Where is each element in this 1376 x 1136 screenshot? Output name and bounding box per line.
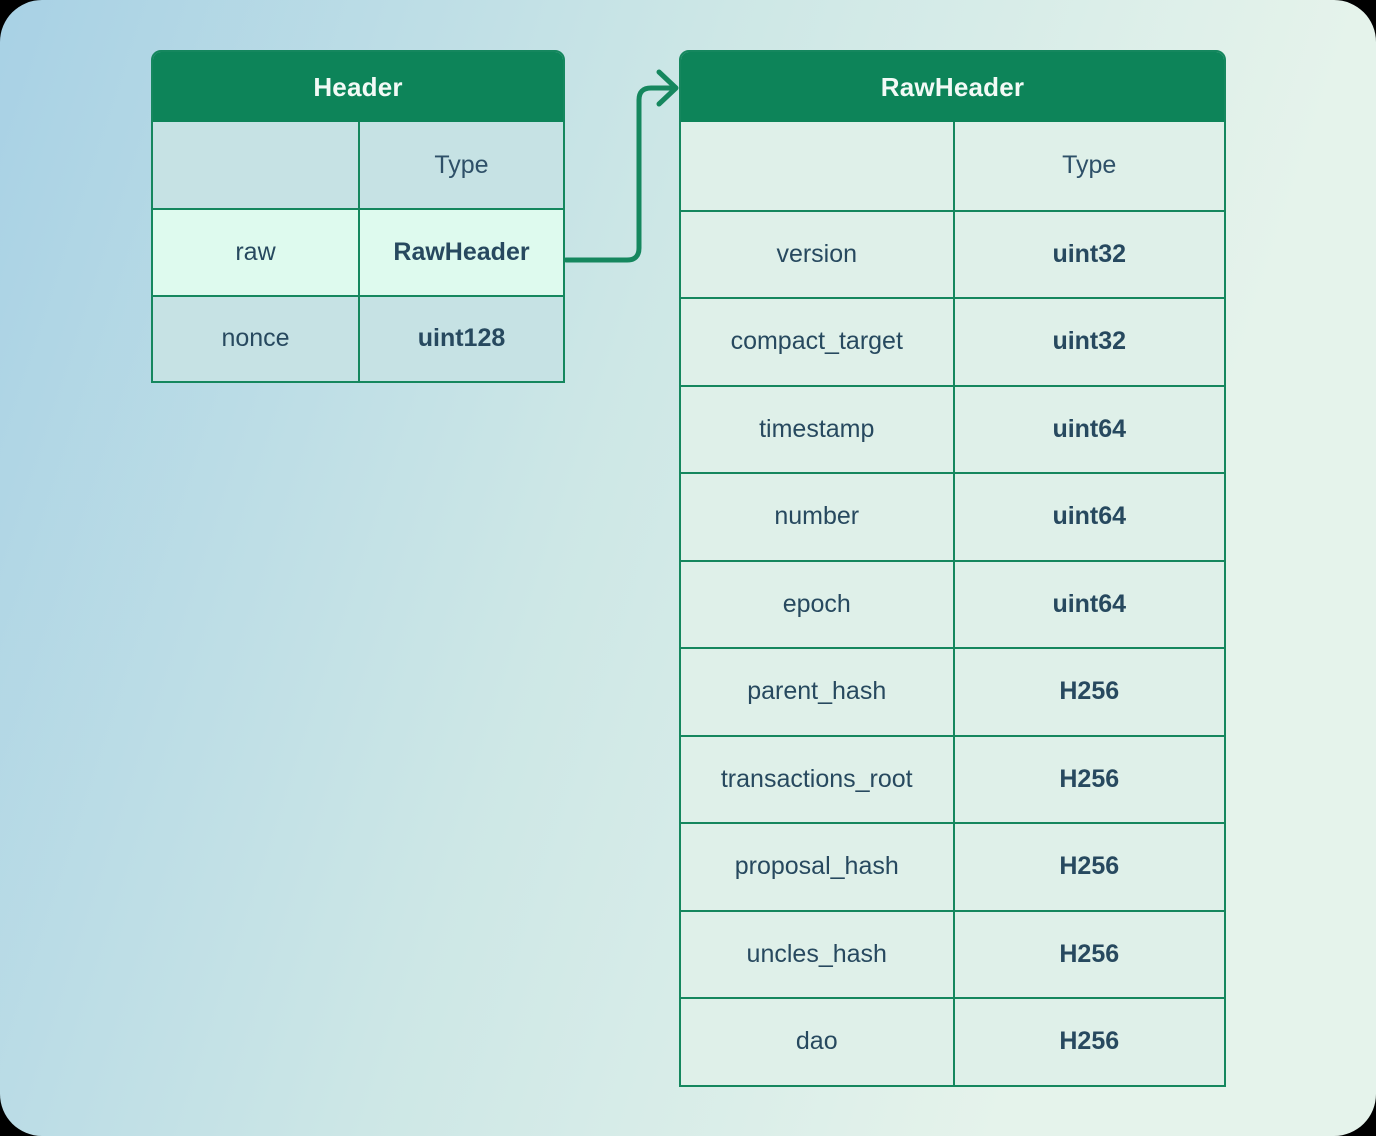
- field-name-cell: version: [681, 211, 953, 297]
- column-header-row: Type: [153, 122, 563, 209]
- field-name-cell: number: [681, 474, 953, 560]
- empty-corner-cell: [681, 122, 953, 210]
- type-column-header: Type: [358, 122, 563, 209]
- field-type-cell: H256: [952, 736, 1224, 822]
- field-type-cell: uint64: [952, 386, 1224, 472]
- field-name-cell: transactions_root: [681, 736, 953, 822]
- type-column-header: Type: [952, 122, 1224, 210]
- field-type-cell: H256: [952, 911, 1224, 997]
- column-header-row: Type: [681, 122, 1224, 210]
- reference-arrow-line: [563, 85, 675, 263]
- field-name-cell: compact_target: [681, 299, 953, 385]
- field-type-cell: uint32: [952, 211, 1224, 297]
- field-type-cell: H256: [952, 824, 1224, 910]
- field-type-cell: uint32: [952, 299, 1224, 385]
- field-name-cell: uncles_hash: [681, 911, 953, 997]
- field-type-cell: H256: [952, 649, 1224, 735]
- field-name-cell: nonce: [153, 296, 358, 382]
- empty-corner-cell: [153, 122, 358, 209]
- field-name-cell: dao: [681, 999, 953, 1085]
- field-type-cell: uint128: [358, 296, 563, 382]
- field-type-cell: RawHeader: [358, 210, 563, 295]
- field-type-cell: uint64: [952, 561, 1224, 647]
- field-name-cell: raw: [153, 210, 358, 295]
- field-name-cell: timestamp: [681, 386, 953, 472]
- field-type-cell: H256: [952, 999, 1224, 1085]
- field-name-cell: epoch: [681, 561, 953, 647]
- field-type-cell: uint64: [952, 474, 1224, 560]
- reference-arrow-head: [656, 69, 679, 107]
- field-name-cell: parent_hash: [681, 649, 953, 735]
- header-table-title: Header: [153, 52, 563, 122]
- rawheader-table-title: RawHeader: [681, 52, 1224, 122]
- field-name-cell: proposal_hash: [681, 824, 953, 910]
